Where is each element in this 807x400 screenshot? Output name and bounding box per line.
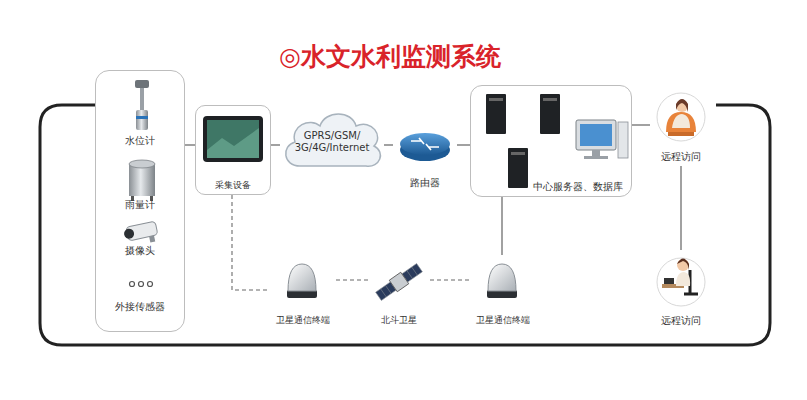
collector-box: 采集设备 xyxy=(195,105,271,195)
avatar-ring xyxy=(657,93,705,141)
head xyxy=(677,259,689,271)
network-link xyxy=(185,144,195,146)
monitor-stand xyxy=(592,150,600,156)
sensor-panel: 水位计雨量计摄像头外接传感器 xyxy=(95,70,185,332)
network-link xyxy=(632,124,650,126)
dot xyxy=(148,282,153,287)
camera-lens xyxy=(123,228,135,240)
chair xyxy=(666,112,696,132)
server-bay xyxy=(511,152,525,155)
satellite-icon xyxy=(375,262,424,302)
server-icons xyxy=(486,94,628,188)
node-label: GPRS/GSM/ 3G/4G/Internet xyxy=(287,130,377,155)
network-cloud: GPRS/GSM/ 3G/4G/Internet xyxy=(280,104,384,180)
dot xyxy=(130,282,135,287)
outer-frame xyxy=(40,105,770,345)
sensor-item: 雨量计 xyxy=(100,158,180,214)
cloud-outline xyxy=(286,114,381,166)
node-label: 卫星通信终端 xyxy=(476,315,530,329)
server-tower xyxy=(508,148,528,188)
monitor-base xyxy=(584,156,608,159)
sensor-item: 水位计 xyxy=(100,78,180,150)
satellite-link xyxy=(232,195,270,290)
device-fill xyxy=(195,105,271,195)
server-bay xyxy=(489,98,503,101)
chair-base xyxy=(668,132,694,136)
monitor-screen xyxy=(580,124,612,146)
more-dots xyxy=(130,282,153,287)
node-label: 水位计 xyxy=(125,135,155,151)
panel-grid xyxy=(381,267,418,297)
node-label: 中心服务器、数据库 xyxy=(533,181,623,196)
satellite-terminal: 卫星通信终端 xyxy=(470,255,536,329)
dot xyxy=(139,282,144,287)
sensor-item: 摄像头 xyxy=(100,218,180,260)
network-link xyxy=(501,197,503,255)
rain-gauge-icon xyxy=(129,160,155,201)
camera-mount xyxy=(149,236,155,243)
network-link xyxy=(271,144,280,146)
terminal-dome xyxy=(488,264,516,291)
server-box: 中心服务器、数据库 xyxy=(470,85,632,197)
gauge-cap xyxy=(135,80,149,88)
router-arrows xyxy=(411,138,439,150)
network-link xyxy=(680,166,682,250)
avatar-ring xyxy=(657,258,705,306)
node-label: 路由器 xyxy=(410,177,440,193)
node-label: 远程访问 xyxy=(661,315,701,331)
router-icon xyxy=(400,133,450,161)
router-top xyxy=(400,133,450,155)
camera-icon xyxy=(123,221,159,247)
server-tower xyxy=(540,94,560,134)
remote-user-icon xyxy=(657,93,705,141)
node-label: 卫星通信终端 xyxy=(276,315,330,329)
tablet-frame xyxy=(203,116,263,162)
hair xyxy=(676,99,688,112)
node-label: 远程访问 xyxy=(661,151,701,167)
server-tower xyxy=(486,94,506,134)
remote-access: 远程访问 xyxy=(650,88,712,166)
node-label: 雨量计 xyxy=(125,199,155,215)
node-label: 外接传感器 xyxy=(115,301,165,317)
panel-fill xyxy=(95,70,185,332)
head xyxy=(676,100,688,112)
monitor-frame xyxy=(576,120,616,150)
node-label: 采集设备 xyxy=(215,180,251,194)
node-label: 北斗卫星 xyxy=(381,315,417,329)
gauge-body xyxy=(136,110,148,130)
tablet-screen-art xyxy=(207,128,259,158)
network-link xyxy=(457,144,470,146)
server-fill xyxy=(470,85,632,197)
satellite-link xyxy=(430,279,470,281)
satellite-terminal-icon xyxy=(487,264,517,298)
pc-case xyxy=(618,122,628,158)
satellite-terminal-icon xyxy=(287,264,317,298)
satellite-body xyxy=(389,272,408,291)
sensor-item: 外接传感器 xyxy=(100,272,180,316)
terminal-dome xyxy=(288,264,316,291)
body xyxy=(672,114,690,128)
remote-access: 远程访问 xyxy=(650,250,712,330)
satellite-link xyxy=(336,279,368,281)
laptop xyxy=(664,278,674,284)
tablet-screen xyxy=(207,120,259,158)
gauge-band xyxy=(136,116,148,119)
node-label: 摄像头 xyxy=(125,245,155,261)
diagram-title: ◎水文水利监测系统 xyxy=(240,40,540,74)
network-link xyxy=(384,144,393,146)
router-node: 路由器 xyxy=(393,120,457,192)
satellite-terminal: 卫星通信终端 xyxy=(270,255,336,329)
water-level-icon xyxy=(135,80,149,130)
body xyxy=(676,272,690,286)
hair xyxy=(677,259,689,271)
rain-top xyxy=(129,160,155,168)
tablet-icon xyxy=(203,116,263,162)
server-bay xyxy=(543,98,557,101)
remote-user-icon xyxy=(657,258,705,306)
rain-body xyxy=(129,164,155,196)
satellite-node: 北斗卫星 xyxy=(368,255,430,329)
